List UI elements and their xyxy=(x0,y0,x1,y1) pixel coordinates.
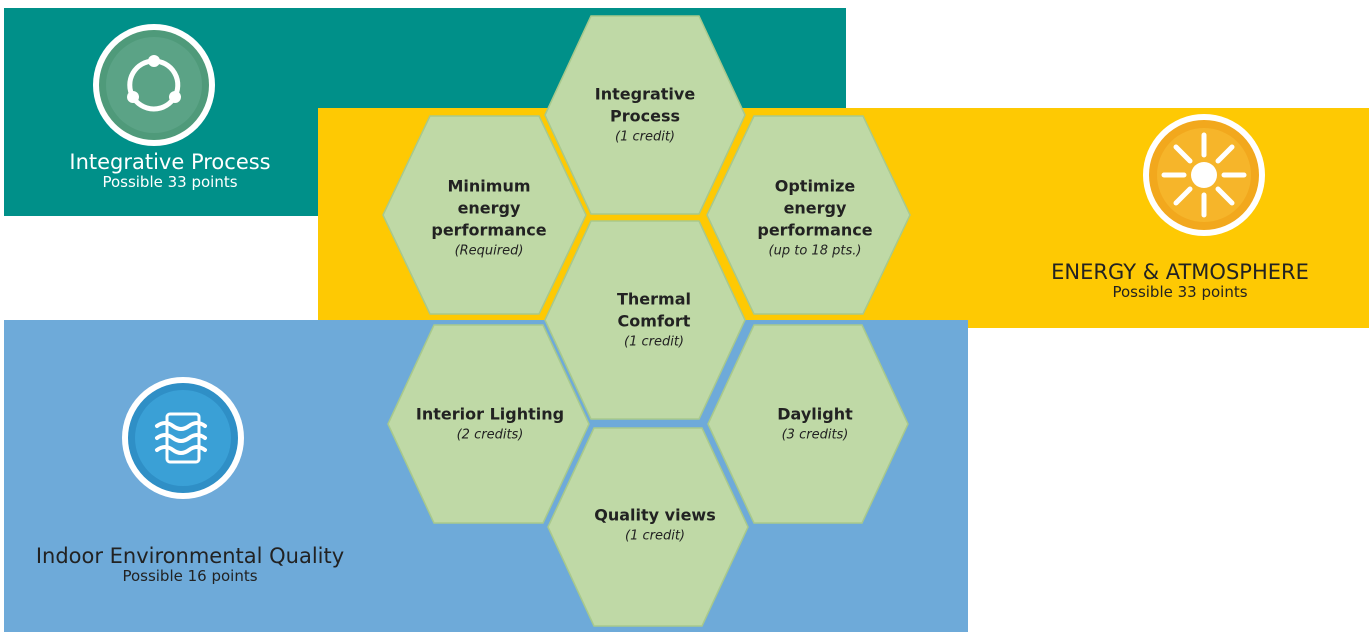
credit-name: Minimum energy performance xyxy=(431,176,547,240)
indoor-environmental-quality-title: Indoor Environmental Quality Possible 16… xyxy=(10,544,370,585)
credit-name: Daylight xyxy=(777,404,853,424)
credit-name: Integrative Process xyxy=(594,84,696,126)
category-points: Possible 33 points xyxy=(102,173,238,192)
credit-note: (1 credit) xyxy=(615,129,675,145)
air-flow-icon xyxy=(122,377,244,499)
energy-atmosphere-title: ENERGY & ATMOSPHERE Possible 33 points xyxy=(1030,260,1330,301)
credit-note: (up to 18 pts.) xyxy=(768,243,862,259)
hex-quality-views xyxy=(547,427,749,627)
credit-integrative-process: Integrative Process (1 credit) xyxy=(570,84,720,147)
hex-optimize-energy xyxy=(706,115,911,315)
category-name: Integrative Process xyxy=(69,150,271,174)
credit-note: (Required) xyxy=(454,243,524,259)
category-name: Indoor Environmental Quality xyxy=(35,544,345,568)
credit-name: Thermal Comfort xyxy=(617,289,691,331)
sun-icon xyxy=(1143,114,1265,236)
cycle-icon xyxy=(93,24,215,146)
credit-name: Interior Lighting xyxy=(415,404,565,424)
category-name: ENERGY & ATMOSPHERE xyxy=(1051,260,1309,284)
hex-minimum-energy xyxy=(382,115,587,315)
credit-note: (2 credits) xyxy=(456,427,524,443)
hex-thermal-comfort xyxy=(544,220,746,420)
credit-note: (3 credits) xyxy=(781,427,849,443)
credit-quality-views: Quality views (1 credit) xyxy=(580,505,730,546)
credit-minimum-energy-performance: Minimum energy performance (Required) xyxy=(419,176,559,261)
credit-optimize-energy-performance: Optimize energy performance (up to 18 pt… xyxy=(745,176,885,261)
credit-name: Optimize energy performance xyxy=(757,176,873,240)
credit-note: (1 credit) xyxy=(625,528,685,544)
hex-integrative-process xyxy=(544,15,746,215)
credit-name: Quality views xyxy=(594,505,716,525)
credit-interior-lighting: Interior Lighting (2 credits) xyxy=(415,404,565,445)
category-points: Possible 16 points xyxy=(122,567,258,586)
category-points: Possible 33 points xyxy=(1112,283,1248,302)
credit-note: (1 credit) xyxy=(624,334,684,350)
credit-thermal-comfort: Thermal Comfort (1 credit) xyxy=(579,289,729,352)
integrative-process-title: Integrative Process Possible 33 points xyxy=(20,150,320,191)
hex-interior-lighting xyxy=(387,324,590,524)
hex-daylight xyxy=(707,324,909,524)
credit-daylight: Daylight (3 credits) xyxy=(740,404,890,445)
